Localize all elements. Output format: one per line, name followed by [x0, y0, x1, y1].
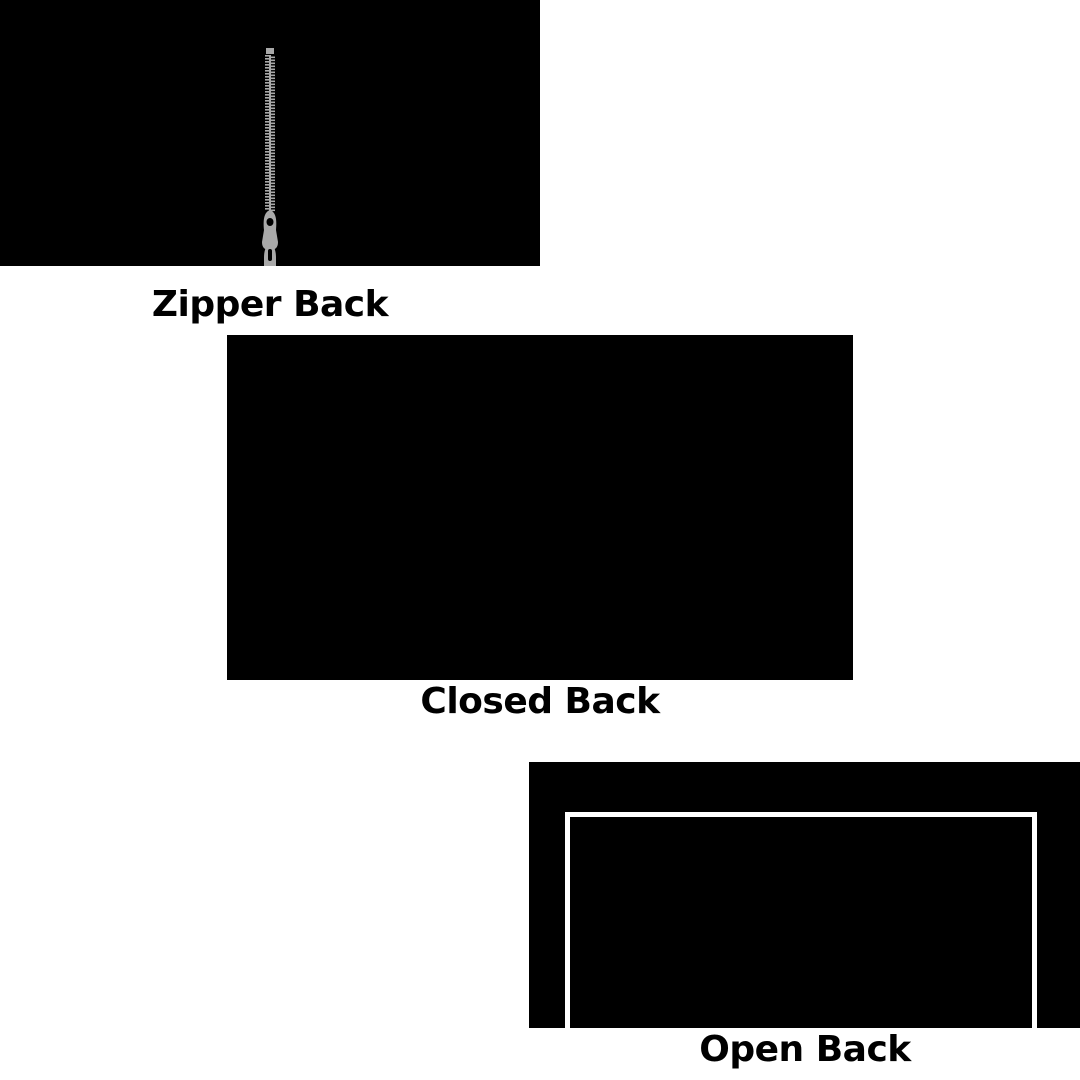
zipper-back-swatch[interactable]: [0, 0, 540, 266]
zipper-back-label: Zipper Back: [151, 284, 389, 325]
closed-back-swatch[interactable]: [227, 335, 853, 680]
open-back-label: Open Back: [699, 1029, 911, 1070]
closed-back-label: Closed Back: [420, 681, 660, 722]
zipper-icon: [262, 48, 278, 266]
open-back-swatch[interactable]: [529, 762, 1080, 1028]
open-frame-icon: [565, 812, 1037, 1028]
